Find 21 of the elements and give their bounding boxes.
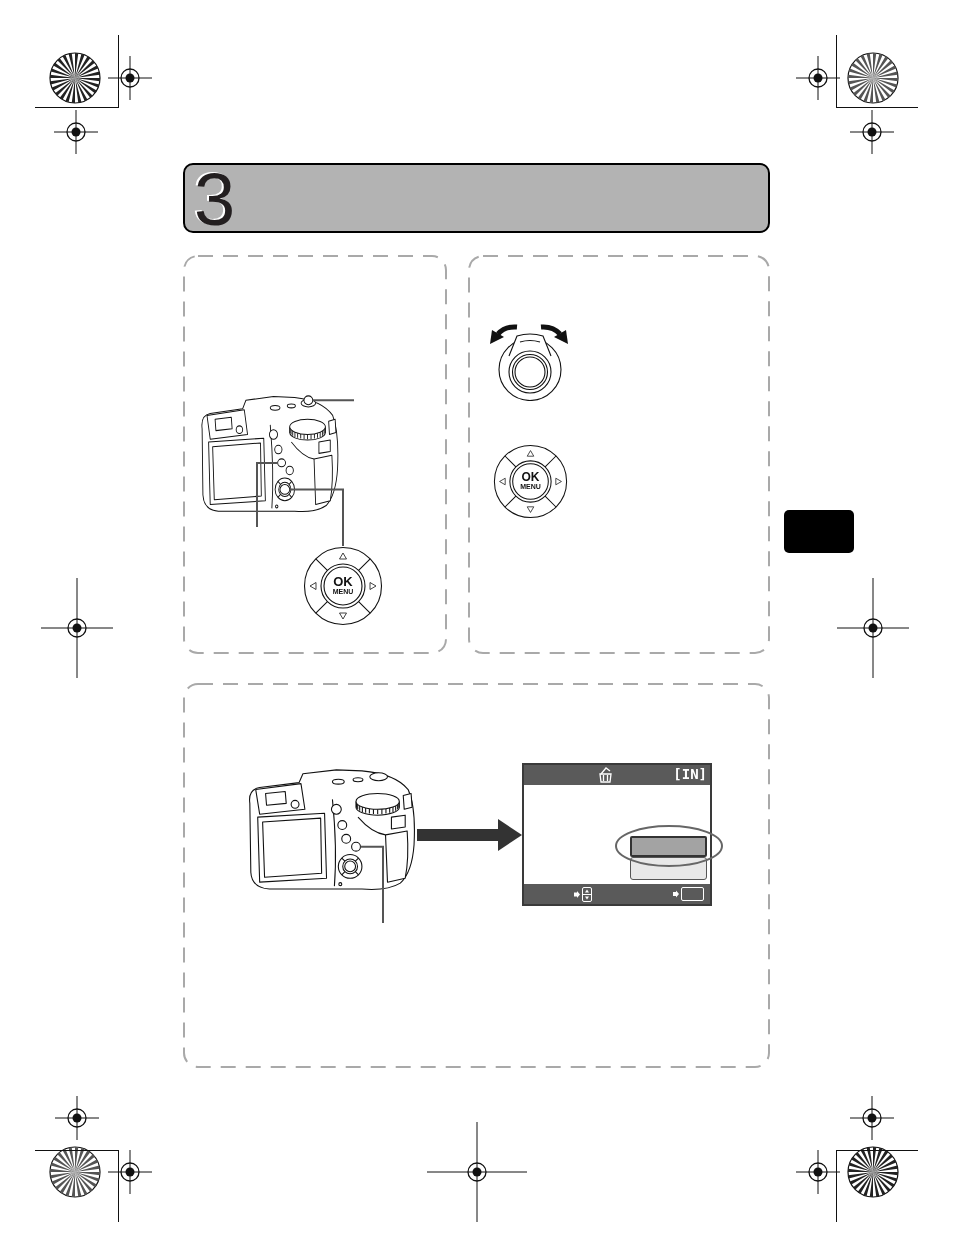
- block-arrow: [417, 819, 522, 851]
- step-number: 3: [194, 170, 236, 230]
- menu-option-bar: [630, 857, 707, 880]
- memory-label: [IN]: [673, 765, 707, 784]
- dashed-panel: [468, 255, 770, 654]
- button-label: OK: [521, 472, 540, 483]
- dashed-panel: [183, 255, 447, 654]
- dashed-panel: [183, 683, 770, 1068]
- shutter-button: [303, 395, 314, 406]
- leader-line: [288, 488, 344, 547]
- arrow-pad: [493, 444, 568, 519]
- step-header-bar: [183, 163, 770, 233]
- camera-button: [277, 458, 287, 468]
- menu-option-bar: [630, 836, 707, 857]
- leader-line: [256, 461, 279, 528]
- ok-button: [279, 484, 291, 495]
- leader-line: [311, 399, 355, 402]
- button-label: OK: [333, 576, 353, 588]
- leader-line: [359, 845, 384, 924]
- arrow-pad: [303, 546, 383, 626]
- camera-button: [351, 841, 361, 852]
